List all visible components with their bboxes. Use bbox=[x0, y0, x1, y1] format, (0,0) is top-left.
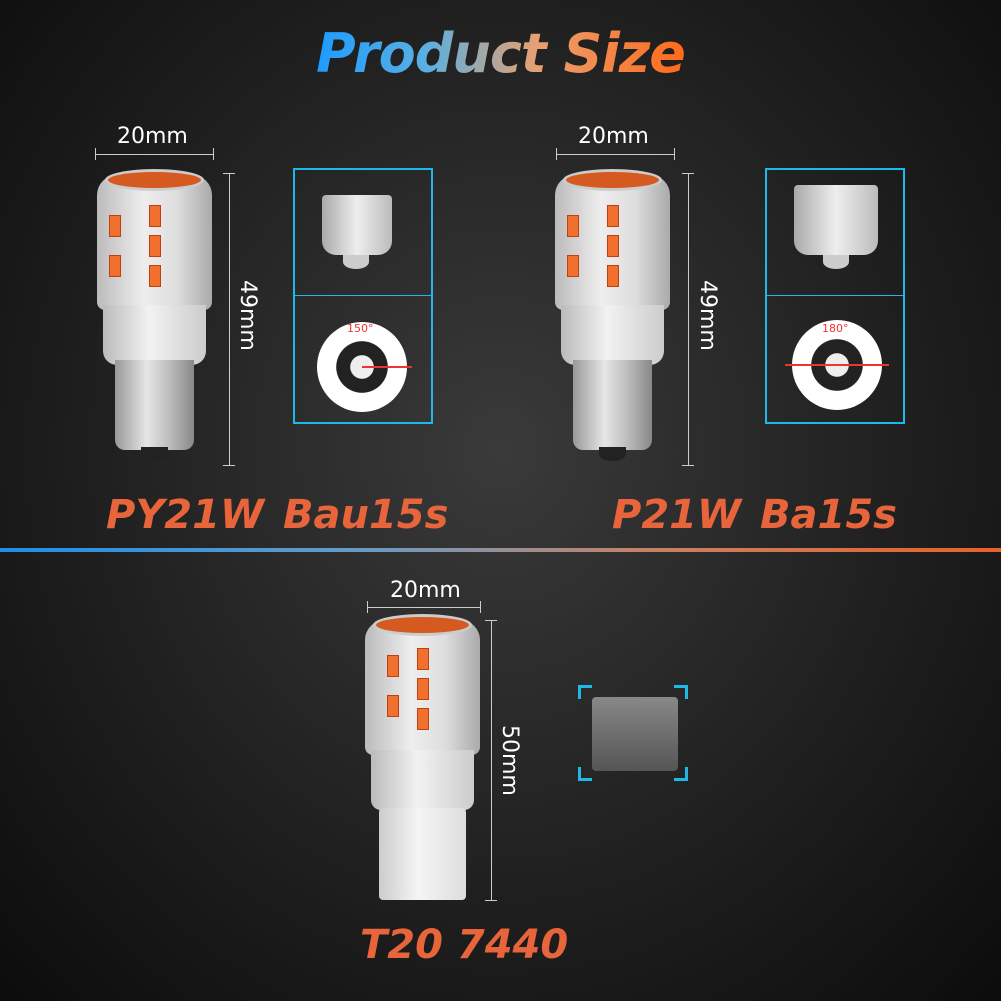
height-dimension-line bbox=[229, 173, 230, 465]
py21w-bulb-image bbox=[97, 169, 212, 465]
base-type: Bau15s bbox=[283, 492, 449, 538]
base-type: Ba15s bbox=[760, 492, 897, 538]
tick bbox=[485, 620, 497, 621]
tick bbox=[556, 148, 557, 160]
base-detail-box bbox=[578, 685, 688, 781]
tick bbox=[682, 173, 694, 174]
height-label: 50mm bbox=[497, 725, 522, 796]
tick bbox=[682, 465, 694, 466]
width-label: 20mm bbox=[390, 578, 461, 603]
tick bbox=[223, 173, 235, 174]
tick bbox=[485, 900, 497, 901]
t20-bulb-image bbox=[365, 614, 480, 900]
product-name: PY21W bbox=[106, 492, 265, 538]
product-name: P21W bbox=[612, 492, 742, 538]
divider-line bbox=[0, 548, 1001, 552]
width-dimension-line bbox=[556, 154, 674, 155]
height-dimension-line bbox=[688, 173, 689, 465]
height-label: 49mm bbox=[235, 280, 260, 351]
tick bbox=[95, 148, 96, 160]
width-label: 20mm bbox=[578, 124, 649, 149]
tick bbox=[367, 601, 368, 613]
product-name: T20 7440 bbox=[360, 922, 569, 968]
p21w-bulb-image bbox=[555, 169, 670, 465]
base-detail-box: 180° bbox=[765, 168, 905, 424]
tick bbox=[674, 148, 675, 160]
height-label: 49mm bbox=[695, 280, 720, 351]
angle-label: 180° bbox=[822, 322, 849, 335]
page-title: Product Size bbox=[316, 22, 686, 85]
width-dimension-line bbox=[367, 607, 480, 608]
tick bbox=[223, 465, 235, 466]
height-dimension-line bbox=[491, 620, 492, 900]
tick bbox=[480, 601, 481, 613]
width-dimension-line bbox=[95, 154, 213, 155]
width-label: 20mm bbox=[117, 124, 188, 149]
tick bbox=[213, 148, 214, 160]
base-detail-box: 150° bbox=[293, 168, 433, 424]
angle-label: 150° bbox=[347, 322, 374, 335]
